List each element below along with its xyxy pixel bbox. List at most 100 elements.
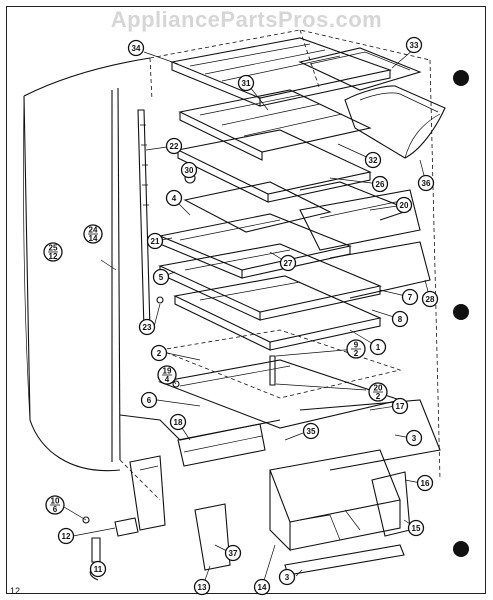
callout-c32: 32	[364, 151, 382, 169]
callout-label: 2	[354, 349, 359, 358]
callout-label: 11	[94, 565, 103, 574]
callout-label: 14	[258, 583, 267, 592]
binder-hole-middle	[453, 304, 469, 320]
callout-circle	[146, 232, 164, 250]
callout-c22: 22	[165, 137, 183, 155]
binder-hole-bottom	[453, 541, 469, 557]
callout-circle	[138, 318, 156, 336]
callout-label: 33	[410, 41, 419, 50]
callout-label: 9	[354, 341, 359, 350]
callout-label: 23	[143, 323, 152, 332]
callout-circle	[405, 36, 423, 54]
callout-c31: 31	[237, 74, 255, 92]
trim-piece	[344, 85, 446, 159]
callout-label: 3	[285, 573, 290, 582]
callout-circle	[237, 74, 255, 92]
callout-c3b: 3	[278, 568, 296, 586]
callout-c10-6: 106	[45, 495, 65, 515]
callout-circle	[127, 39, 145, 57]
callout-circle	[405, 429, 423, 447]
callout-label: 6	[53, 505, 58, 514]
callout-label: 37	[229, 549, 238, 558]
callout-circle	[391, 310, 409, 328]
callout-label: 6	[147, 396, 152, 405]
callout-label: 20	[400, 201, 409, 210]
callout-c13: 13	[193, 578, 211, 596]
cabinet-outline	[23, 29, 441, 501]
callout-circle	[152, 268, 170, 286]
callout-label: 35	[307, 427, 316, 436]
callout-circle	[416, 474, 434, 492]
callout-c19-4: 194	[157, 365, 177, 385]
callout-circle	[253, 578, 271, 596]
binder-hole-top	[453, 70, 469, 86]
callout-circle	[224, 544, 242, 562]
callout-label: 15	[412, 524, 421, 533]
callout-c1: 1	[369, 338, 387, 356]
callout-c11: 11	[89, 560, 107, 578]
callout-label: 32	[369, 156, 378, 165]
callout-c9-2: 92	[346, 339, 366, 359]
shelf-4	[158, 181, 352, 279]
callout-circle	[369, 338, 387, 356]
callout-c34: 34	[127, 39, 145, 57]
callout-circle	[417, 174, 435, 192]
page-number: 12	[10, 586, 21, 596]
callout-label: 27	[284, 259, 293, 268]
callout-label: 19	[163, 367, 172, 376]
callout-c5: 5	[152, 268, 170, 286]
callout-label: 7	[408, 293, 413, 302]
bottom-brackets	[89, 455, 411, 581]
callout-circle	[165, 189, 183, 207]
callout-circle	[279, 254, 297, 272]
callout-c4: 4	[165, 189, 183, 207]
callout-c16: 16	[416, 474, 434, 492]
callout-circle	[89, 560, 107, 578]
diagram-frame	[6, 6, 486, 594]
callout-label: 25	[49, 244, 58, 253]
callout-c28: 28	[421, 290, 439, 308]
callout-label: 14	[89, 234, 98, 243]
callout-label: 2	[157, 349, 162, 358]
shelf-rail-upper	[178, 89, 372, 161]
callout-label: 12	[49, 252, 58, 261]
crisper-area	[119, 399, 441, 552]
callout-circle	[421, 290, 439, 308]
callout-circle	[180, 161, 198, 179]
callout-label: 31	[242, 79, 251, 88]
callout-c3a: 3	[405, 429, 423, 447]
callout-circle	[364, 151, 382, 169]
callout-c15: 15	[407, 519, 425, 537]
callout-circle	[140, 391, 158, 409]
callout-c21: 21	[146, 232, 164, 250]
vertical-rail	[82, 109, 196, 524]
callout-c35: 35	[302, 422, 320, 440]
callout-label: 4	[165, 375, 170, 384]
callout-circle	[193, 578, 211, 596]
callout-label: 26	[376, 180, 385, 189]
callout-c8: 8	[391, 310, 409, 328]
callout-circle	[169, 413, 187, 431]
callout-label: 12	[62, 532, 71, 541]
callout-c27: 27	[279, 254, 297, 272]
callout-label: 16	[421, 479, 430, 488]
callout-label: 34	[132, 44, 141, 53]
callout-c7: 7	[401, 288, 419, 306]
shelf-1	[173, 275, 382, 351]
callout-label: 36	[422, 179, 431, 188]
callout-circle	[371, 175, 389, 193]
callout-circle	[302, 422, 320, 440]
callout-c20-2: 202	[368, 382, 388, 402]
callout-c37: 37	[224, 544, 242, 562]
cover-panel	[298, 47, 422, 91]
callout-circle	[278, 568, 296, 586]
callout-c26: 26	[371, 175, 389, 193]
callout-circle	[391, 397, 409, 415]
watermark-text: AppliancePartsPros.com	[110, 7, 383, 32]
callout-label: 21	[151, 237, 160, 246]
shelf-middle	[176, 129, 421, 251]
